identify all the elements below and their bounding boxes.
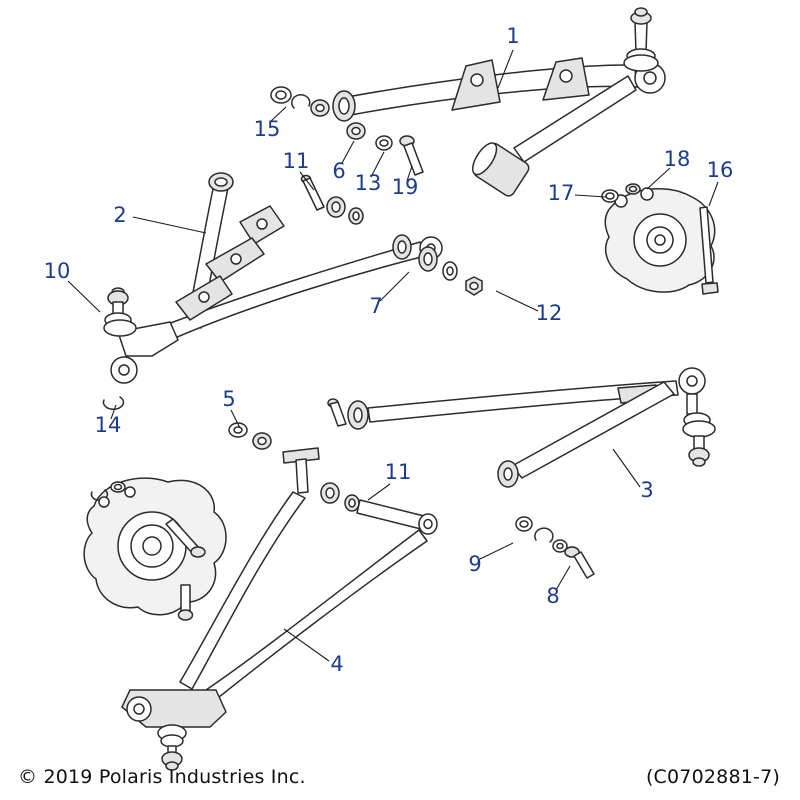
- leader-5: [230, 409, 241, 429]
- callout-19: 19: [392, 175, 419, 199]
- callout-11-lower: 11: [385, 460, 412, 484]
- leader-3: [612, 448, 641, 488]
- callout-12: 12: [536, 301, 563, 325]
- leader-14: [110, 404, 117, 420]
- callout-10: 10: [44, 259, 71, 283]
- callout-14: 14: [95, 413, 122, 437]
- pin-t-bar: [282, 447, 320, 464]
- callout-13: 13: [355, 171, 382, 195]
- leader-lines: [67, 49, 719, 662]
- part-knuckle-left: [83, 477, 227, 621]
- link-rod: [356, 499, 425, 530]
- leader-16: [708, 181, 719, 207]
- leader-4: [283, 628, 330, 662]
- knuckle-left-bolt-2: [180, 584, 191, 613]
- part-upper-control-arm-right: [332, 7, 666, 197]
- leader-17: [574, 194, 607, 198]
- arm1-bushing-rear: [471, 142, 530, 197]
- callout-1: 1: [506, 24, 519, 48]
- snap-ring-15: [291, 94, 311, 109]
- leader-8: [555, 565, 571, 591]
- callout-6: 6: [332, 159, 345, 183]
- hardware-lower-left: [228, 422, 438, 535]
- snap-ring-9: [534, 527, 554, 543]
- leader-18: [646, 167, 671, 190]
- leader-1: [497, 49, 514, 89]
- leader-11-upper: [299, 171, 315, 191]
- part-lower-control-arm-left: [121, 491, 428, 771]
- hardware-upper-right: [270, 86, 424, 225]
- callout-3: 3: [640, 478, 653, 502]
- bolt-8-shaft: [573, 551, 595, 579]
- part-knuckle-right: [601, 183, 719, 295]
- copyright-text: © 2019 Polaris Industries Inc.: [18, 766, 306, 788]
- part-lower-control-arm-right: [327, 367, 716, 488]
- bolt-16-shaft: [699, 206, 714, 284]
- leader-12: [495, 290, 539, 312]
- callout-18: 18: [664, 147, 691, 171]
- hardware-lower-right: [515, 516, 595, 579]
- callout-9: 9: [468, 552, 481, 576]
- callout-2: 2: [113, 203, 126, 227]
- arm1-ball-joint-stud: [634, 21, 648, 53]
- leader-10: [67, 280, 101, 313]
- part-upper-control-arm-left: [102, 172, 443, 410]
- callout-5: 5: [222, 387, 235, 411]
- pin-11-upper: [302, 177, 325, 211]
- leader-6: [341, 140, 355, 164]
- bolt-19-shaft: [403, 142, 424, 176]
- spacer-bushings-center: [392, 234, 483, 296]
- bolt-16-head: [701, 282, 719, 295]
- callout-7: 7: [369, 294, 382, 318]
- callout-16: 16: [707, 158, 734, 182]
- callout-17: 17: [548, 181, 575, 205]
- part-code: (C0702881-7): [645, 766, 780, 788]
- ring-14: [102, 396, 125, 410]
- callout-15: 15: [254, 117, 281, 141]
- leader-19: [406, 165, 413, 182]
- leader-11-lower: [367, 483, 391, 501]
- leader-13: [370, 151, 385, 178]
- leader-15: [269, 106, 287, 123]
- callout-11-upper: 11: [283, 149, 310, 173]
- leader-2: [132, 216, 207, 234]
- callout-4: 4: [330, 652, 343, 676]
- leader-7: [379, 271, 410, 302]
- callout-8: 8: [546, 584, 559, 608]
- leader-9: [479, 542, 514, 560]
- callout-labels: 1 2 3 4 5 6 7 8 9 10 11 11 12 13 14 15 1…: [44, 24, 734, 676]
